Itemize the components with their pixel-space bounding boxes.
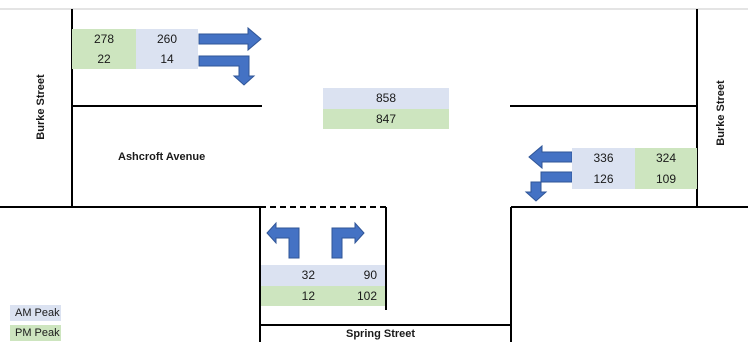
midblock-pm-count: 847 [323, 109, 449, 129]
east-am-through-count: 336 [572, 148, 635, 169]
west-pm-through-count: 278 [72, 29, 136, 49]
arrow-east-through-icon [198, 26, 262, 52]
spring-street-label: Spring Street [346, 328, 416, 340]
legend-am-peak: AM Peak [10, 305, 61, 321]
burke-street-right-label: Burke Street [715, 80, 727, 146]
spring-am-left-count: 32 [261, 265, 323, 286]
midblock-am-count: 858 [323, 88, 449, 109]
arrow-spring-right-turn-icon [331, 221, 365, 259]
spring-pm-left-count: 12 [261, 286, 323, 306]
east-am-left-count: 126 [572, 169, 635, 189]
arrow-west-left-turn-icon [524, 171, 573, 202]
east-pm-left-count: 109 [635, 169, 697, 189]
arrow-spring-left-turn-icon [266, 221, 300, 259]
legend-pm-peak: PM Peak [10, 325, 61, 341]
arrow-east-right-turn-icon [198, 55, 256, 86]
east-pm-through-count: 324 [635, 148, 697, 169]
west-pm-right-count: 22 [72, 49, 136, 69]
spring-pm-right-count: 102 [323, 286, 385, 306]
west-am-through-count: 260 [136, 29, 198, 49]
ashcroft-avenue-label: Ashcroft Avenue [118, 151, 206, 163]
burke-street-left-label: Burke Street [35, 74, 47, 140]
west-am-right-count: 14 [136, 49, 198, 69]
spring-am-right-count: 90 [323, 265, 385, 286]
arrow-west-through-icon [528, 144, 573, 170]
